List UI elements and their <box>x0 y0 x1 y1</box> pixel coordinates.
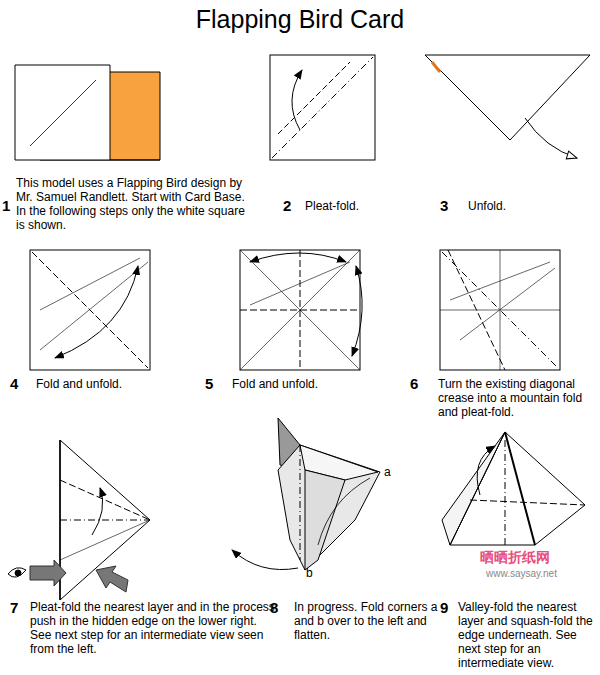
page-title: Flapping Bird Card <box>0 4 600 34</box>
step-caption: Valley-fold the nearest layer and squash… <box>458 600 598 670</box>
step-number: 2 <box>283 198 299 214</box>
step-number: 9 <box>440 600 456 616</box>
step-number: 8 <box>270 600 286 616</box>
corner-label: a <box>384 465 396 479</box>
step-number: 5 <box>205 376 221 392</box>
watermark: 晒晒折纸网 <box>480 550 590 564</box>
step-caption: Pleat-fold the nearest layer and in the … <box>30 600 275 656</box>
step-number: 3 <box>440 198 456 214</box>
step-caption: Turn the existing diagonal crease into a… <box>438 377 598 419</box>
step-caption: In progress. Fold corners a and b over t… <box>294 600 439 642</box>
step-number: 4 <box>10 376 26 392</box>
step-caption: Fold and unfold. <box>36 377 186 391</box>
step-number: 7 <box>10 600 26 616</box>
watermark-url: www.saysay.net <box>486 567 596 581</box>
step-number: 6 <box>410 376 426 392</box>
step-caption: This model uses a Flapping Bird design b… <box>16 176 251 232</box>
corner-label: b <box>306 566 318 580</box>
step-caption: Unfold. <box>468 199 568 213</box>
step-caption: Pleat-fold. <box>305 199 425 213</box>
step-number: 1 <box>2 198 16 214</box>
step-caption: Fold and unfold. <box>232 377 382 391</box>
